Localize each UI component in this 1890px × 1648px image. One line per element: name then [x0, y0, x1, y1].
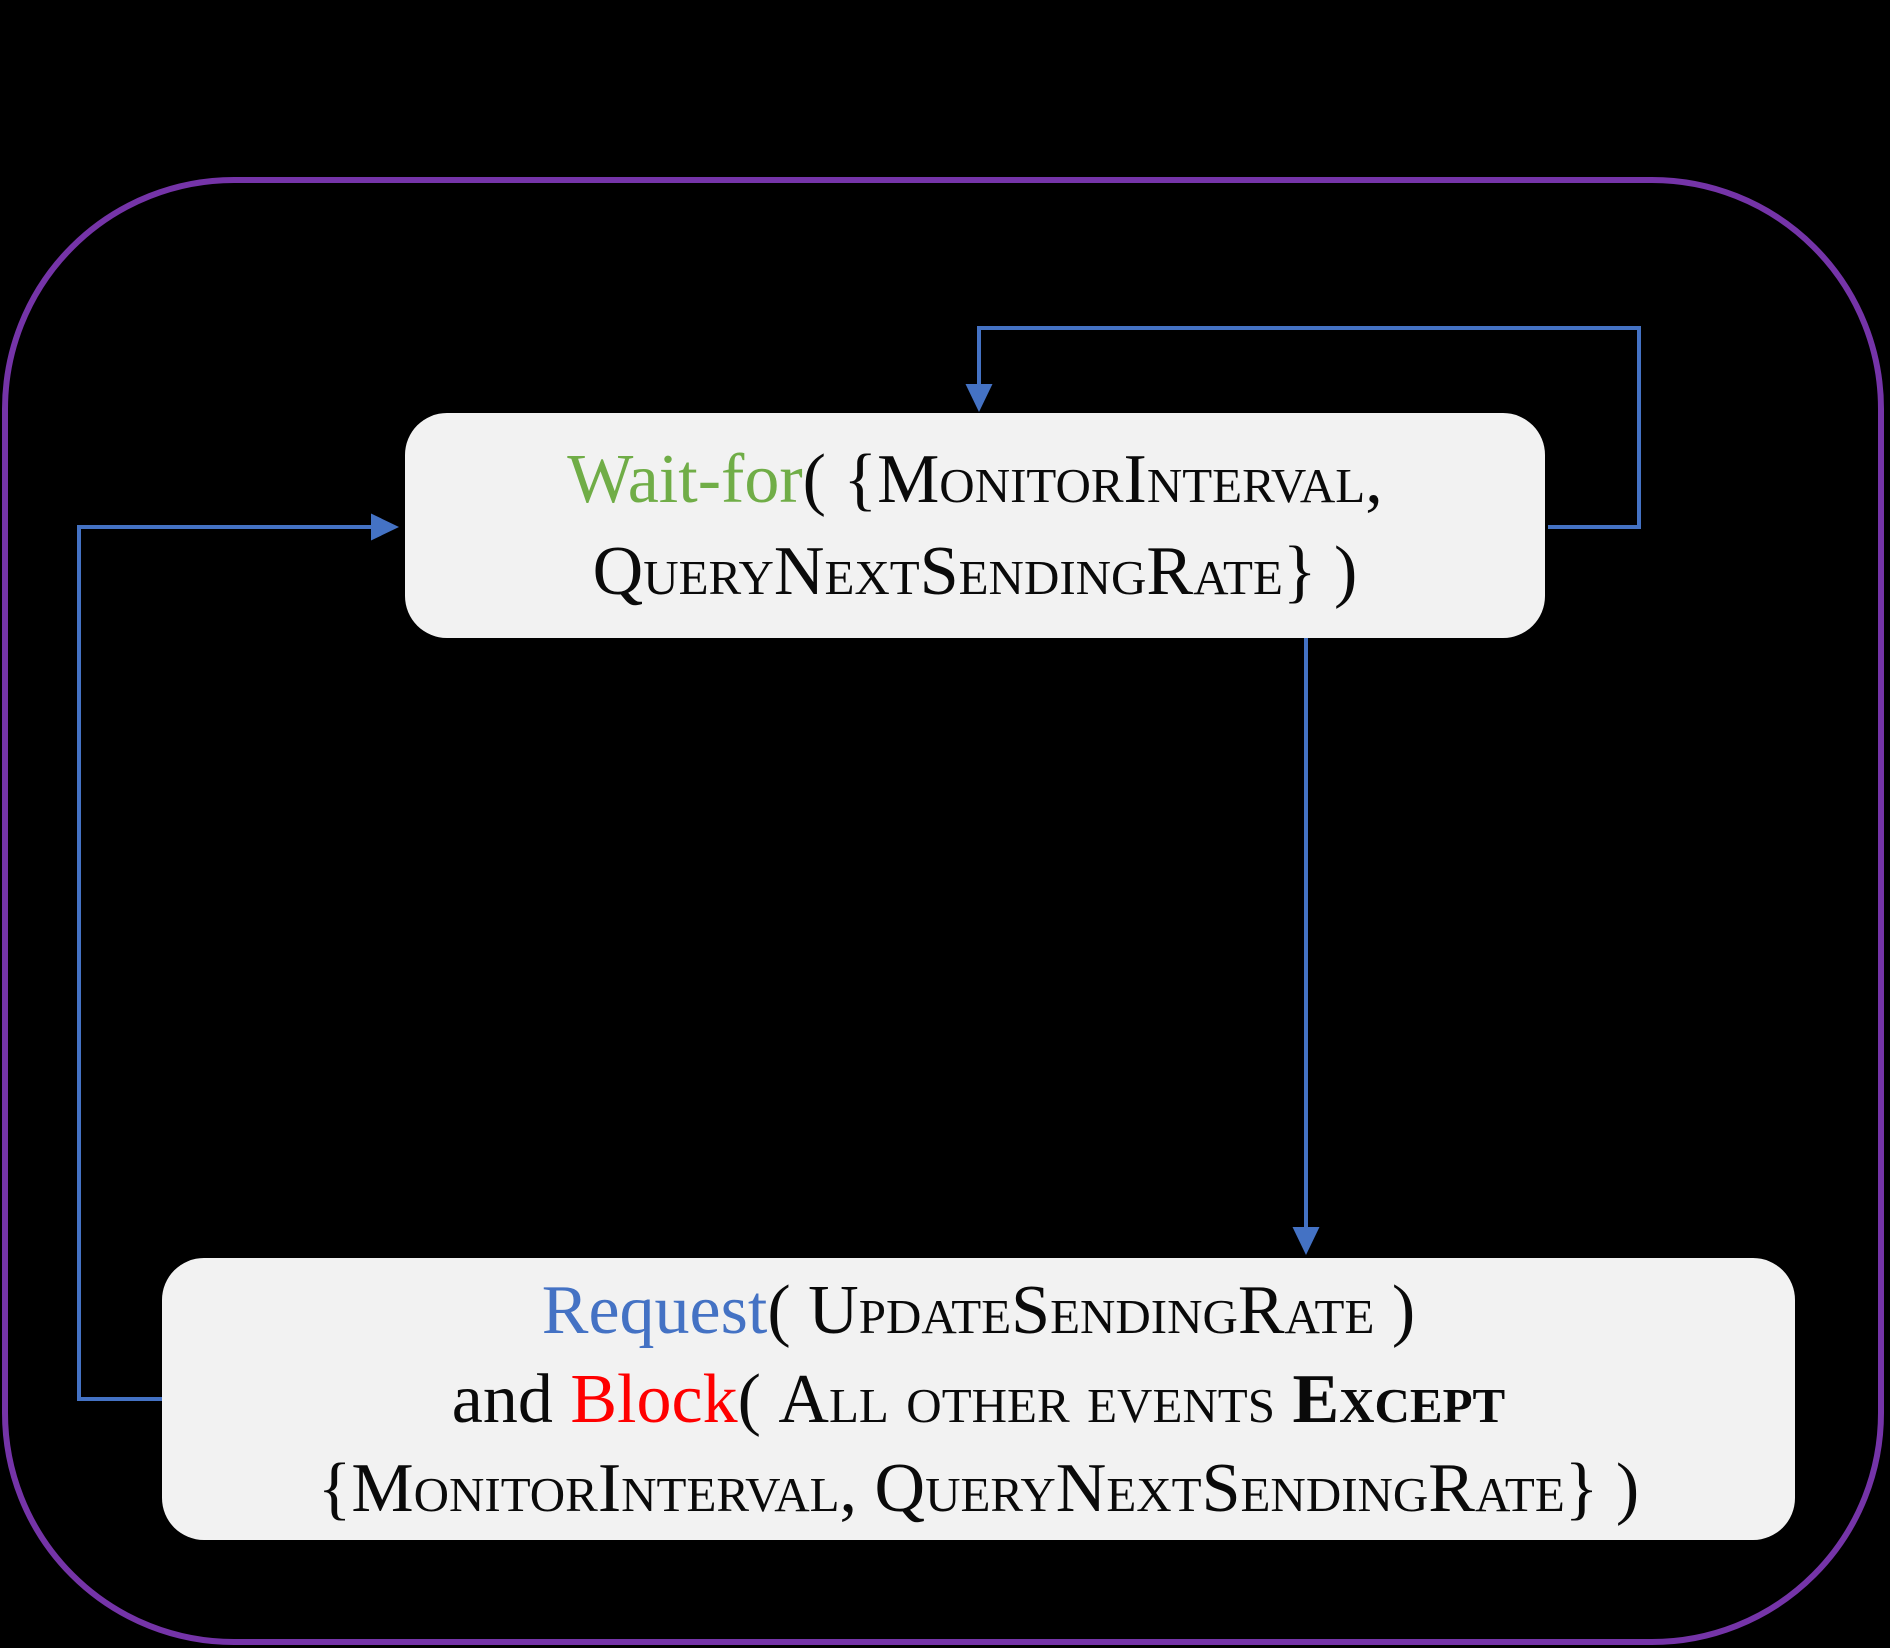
set-close: } ): [1564, 1449, 1640, 1527]
block-arg: All other events: [778, 1360, 1293, 1438]
request-line3: {MonitorInterval, QueryNextSendingRate} …: [318, 1444, 1639, 1533]
request-keyword: Request: [541, 1271, 768, 1349]
wait-for-keyword: Wait-for: [567, 440, 803, 518]
wait-for-open-paren: ( {: [802, 440, 878, 518]
wait-for-comma: ,: [1365, 440, 1383, 518]
dispatch-arrow: [1292, 638, 1320, 1255]
block-open-paren: (: [737, 1360, 779, 1438]
block-keyword: Block: [570, 1360, 738, 1438]
self-loop-arrow: [965, 326, 1641, 529]
set-open-brace: {: [317, 1449, 352, 1527]
wait-for-arg1: MonitorInterval: [877, 440, 1366, 518]
request-block-node: Request( UpdateSendingRate ) and Block( …: [162, 1258, 1795, 1540]
request-open-paren: (: [767, 1271, 809, 1349]
wait-for-line2: QueryNextSendingRate} ): [593, 526, 1358, 618]
request-line1: Request( UpdateSendingRate ): [542, 1266, 1415, 1355]
request-line2: and Block( All other events Except: [452, 1355, 1505, 1444]
request-arg: UpdateSendingRate: [808, 1271, 1375, 1349]
wait-for-arg2: QueryNextSendingRate: [592, 532, 1283, 610]
and-text: and: [451, 1360, 571, 1438]
wait-for-line1: Wait-for( {MonitorInterval,: [567, 434, 1382, 526]
return-arrow: [77, 513, 399, 1401]
outer-rounded-border: [2, 177, 1884, 1645]
set-arg2: QueryNextSendingRate: [874, 1449, 1565, 1527]
dispatch-arrowhead: [1292, 1227, 1320, 1255]
wait-for-node: Wait-for( {MonitorInterval, QueryNextSen…: [405, 413, 1545, 638]
return-arrowhead: [371, 513, 399, 541]
except-emphasis: Except: [1292, 1360, 1506, 1438]
self-loop-arrowhead: [965, 384, 993, 412]
set-separator: ,: [839, 1449, 875, 1527]
wait-for-close-paren: } ): [1282, 532, 1358, 610]
set-arg1: MonitorInterval: [351, 1449, 840, 1527]
request-close-paren: ): [1374, 1271, 1416, 1349]
